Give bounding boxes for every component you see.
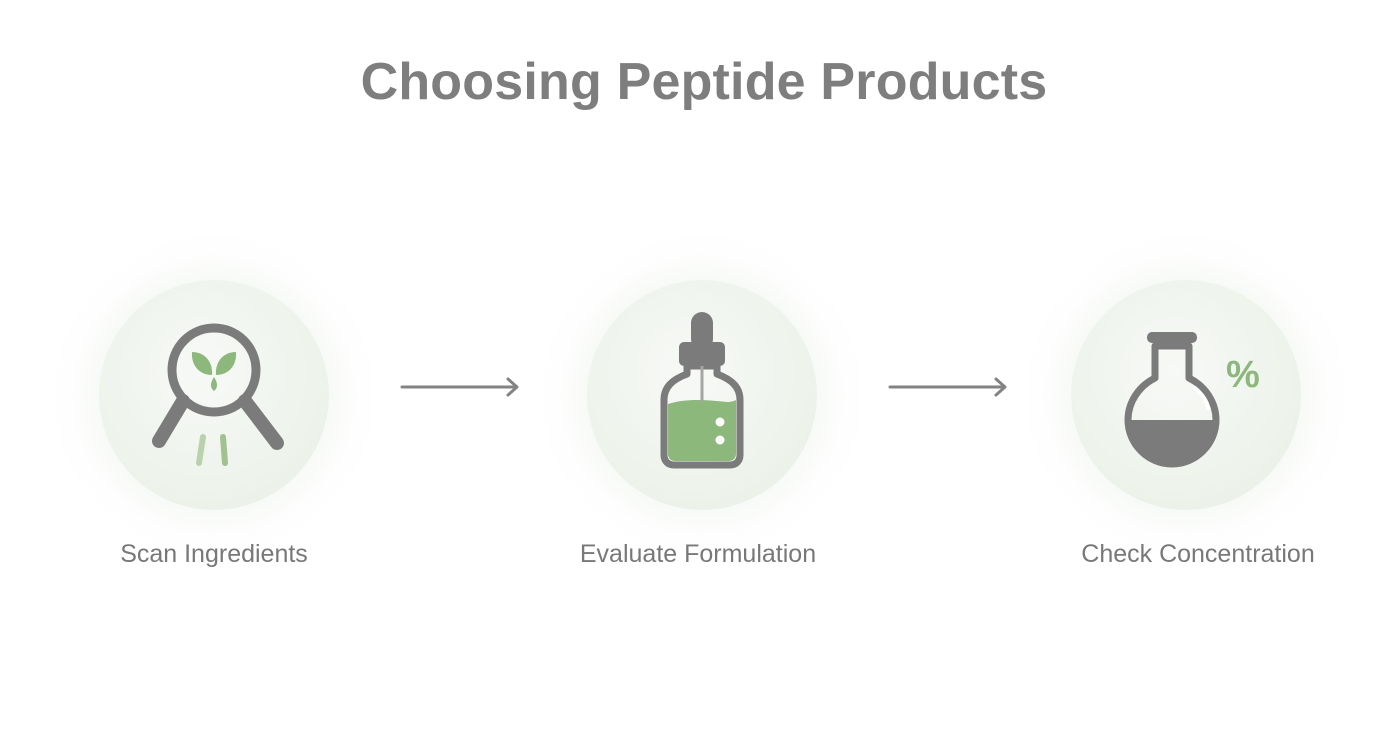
- arrow-right-icon: [400, 377, 519, 397]
- step-scan-ingredients: [99, 280, 329, 510]
- step-label: Check Concentration: [1081, 540, 1315, 568]
- magnifier-leaf-icon: [152, 323, 284, 466]
- diagram-title: Choosing Peptide Products: [360, 53, 1048, 111]
- step-evaluate-formulation: [587, 280, 817, 510]
- step-circle: [99, 280, 329, 510]
- flask-percent-icon: %: [1124, 332, 1260, 468]
- step-label: Evaluate Formulation: [579, 540, 817, 568]
- arrow-right-icon: [888, 377, 1007, 397]
- percent-symbol: %: [1226, 354, 1260, 396]
- step-check-concentration: %: [1071, 280, 1301, 510]
- step-label: Scan Ingredients: [120, 540, 308, 568]
- step-circle: [1071, 280, 1301, 510]
- dropper-bottle-icon: [660, 312, 744, 469]
